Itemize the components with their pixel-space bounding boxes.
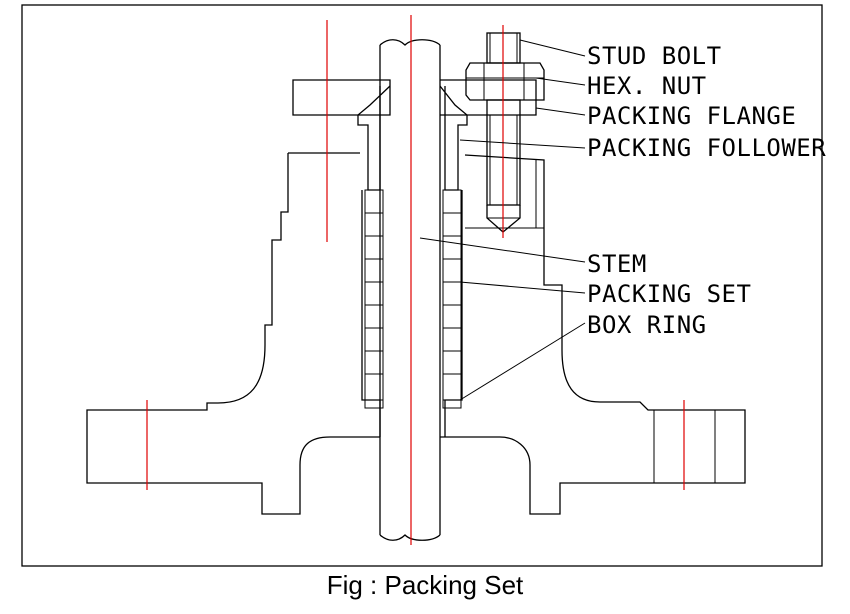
packing-set-diagram: STUD BOLT HEX. NUT PACKING FLANGE PACKIN… [21,4,826,567]
figure-caption: Fig : Packing Set [326,570,524,600]
stem [379,39,441,541]
label-stud-bolt: STUD BOLT [587,42,722,70]
box-ring [364,399,462,409]
packing-follower [357,85,468,191]
hex-nut [465,62,545,101]
label-packing-set: PACKING SET [587,280,751,308]
label-box-ring: BOX RING [587,311,707,339]
label-packing-flange: PACKING FLANGE [587,102,796,130]
label-hex-nut: HEX. NUT [587,72,707,100]
centerlines [146,15,685,545]
packing-flange [292,79,537,116]
label-stem: STEM [587,250,647,278]
leader-lines [419,39,586,401]
drawing-border [21,4,823,567]
label-packing-follower: PACKING FOLLOWER [587,134,826,162]
